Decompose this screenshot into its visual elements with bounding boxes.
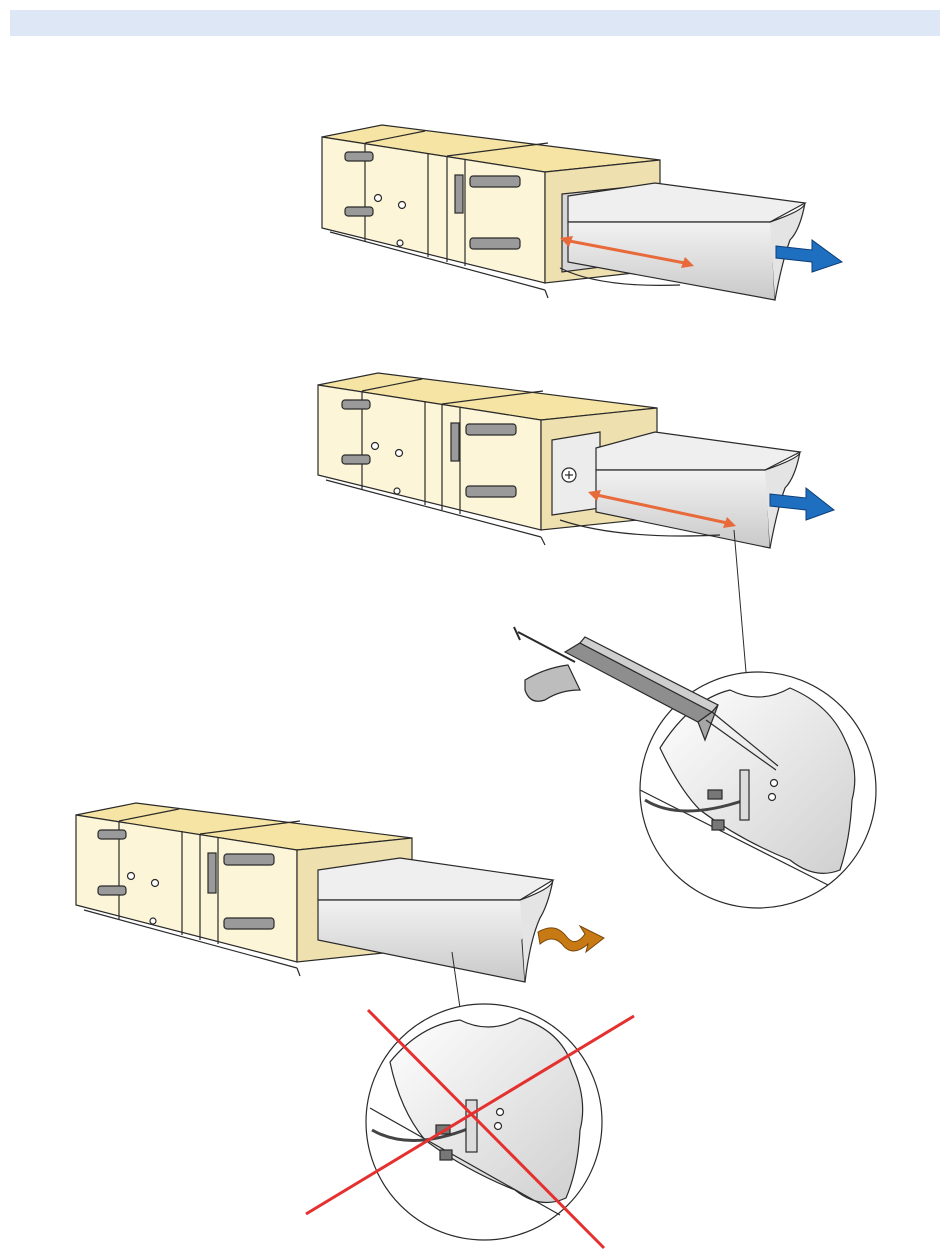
duct-connection-step-2 — [318, 373, 876, 908]
duct — [318, 858, 553, 982]
duct-connection-incorrect — [76, 803, 634, 1248]
duct — [560, 183, 805, 300]
door-handle — [345, 207, 373, 216]
door-handle — [345, 152, 373, 161]
bracket — [740, 770, 749, 820]
leak-detail-circle — [366, 1004, 602, 1240]
door-handle — [470, 238, 520, 249]
seal-detail-circle — [514, 627, 876, 908]
door-hinge — [455, 175, 463, 213]
leak-arrow-icon — [538, 926, 604, 952]
door-handle — [470, 176, 520, 187]
duct — [560, 432, 800, 548]
duct-connection-step-1 — [322, 125, 842, 300]
